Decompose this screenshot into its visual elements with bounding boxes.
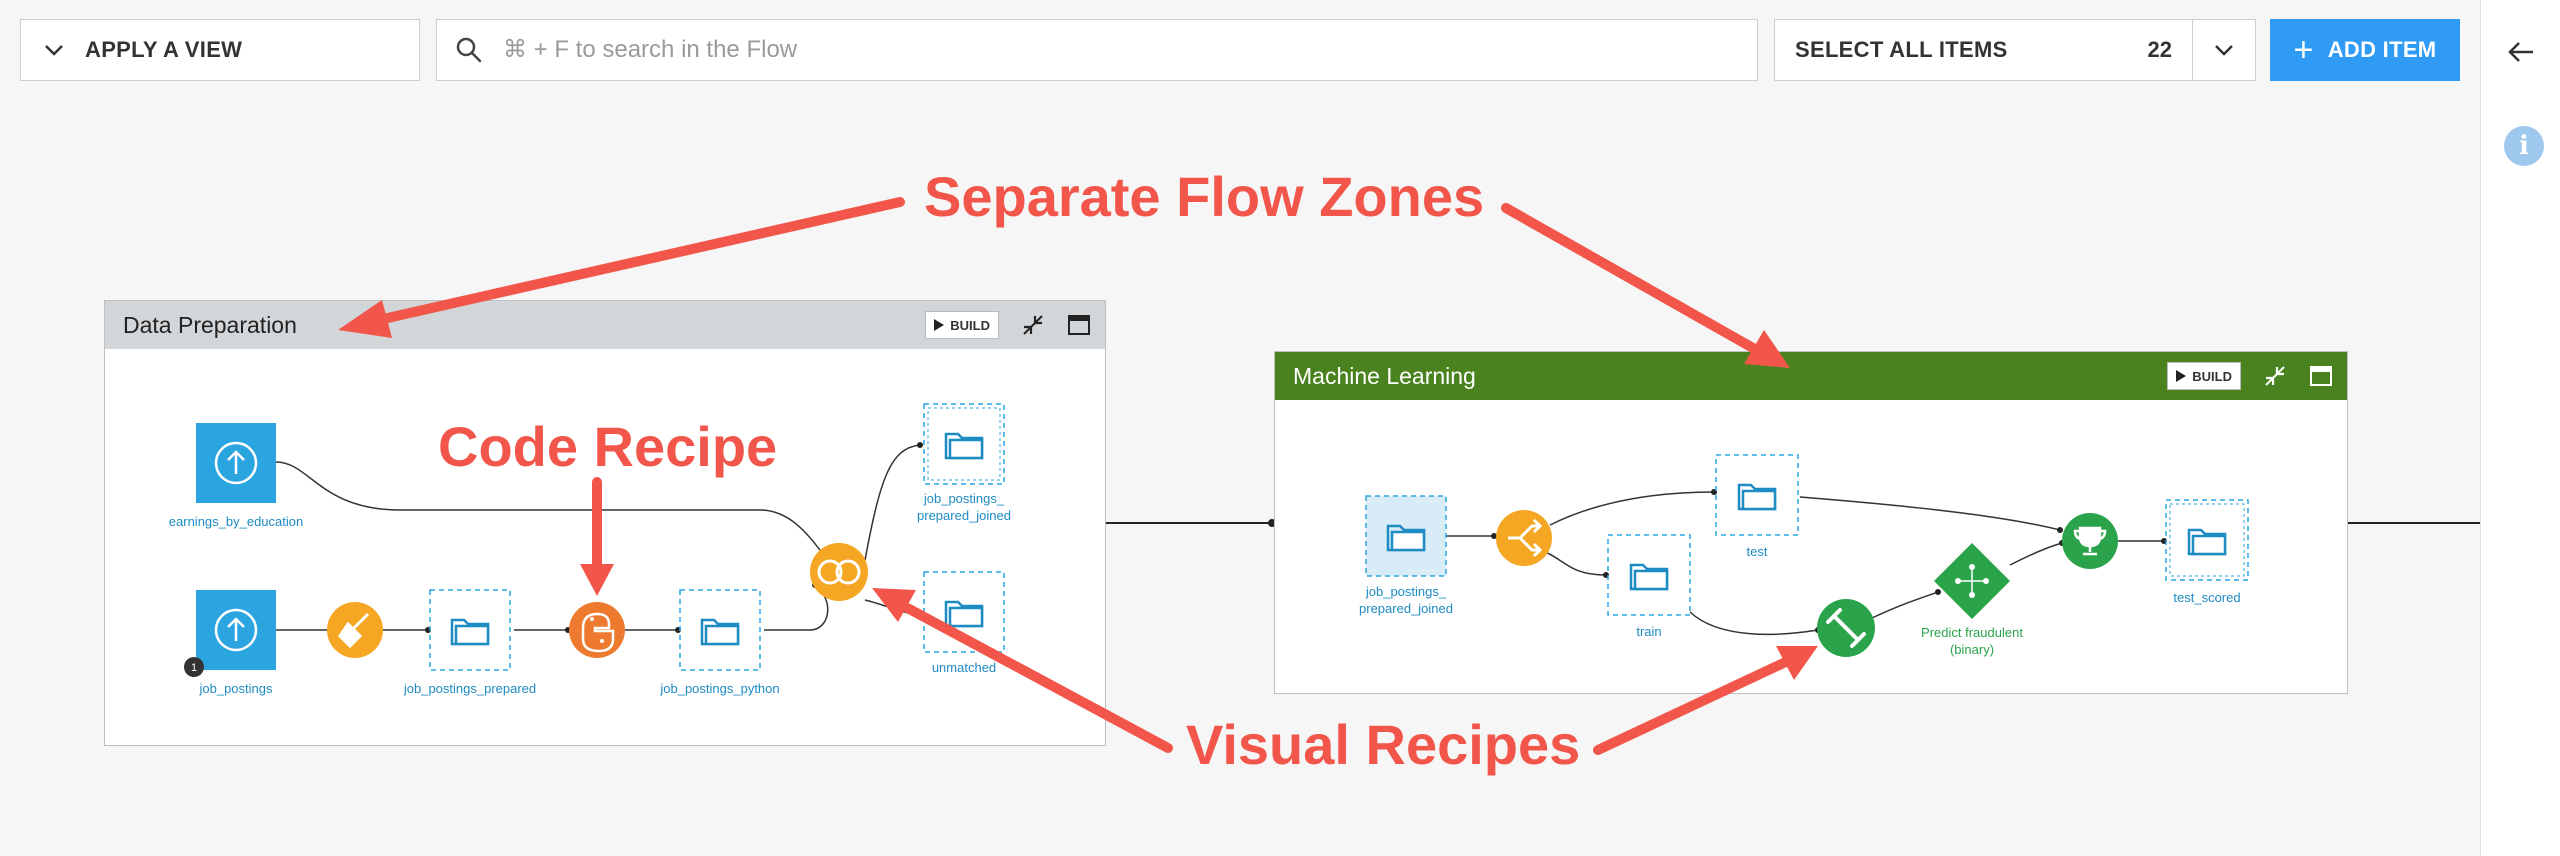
dataset-label: job_postings_python <box>659 681 779 696</box>
flow-search-box[interactable] <box>436 19 1758 81</box>
dataset-label-line1: job_postings_ <box>1365 584 1447 599</box>
dataset-job-postings-python[interactable]: job_postings_python <box>659 589 780 696</box>
build-label: BUILD <box>950 317 990 333</box>
item-count: 22 <box>2147 37 2172 62</box>
chevron-down-icon <box>2215 45 2233 56</box>
dataset-label: job_postings_prepared <box>403 681 536 696</box>
python-recipe[interactable] <box>569 602 625 658</box>
split-icon <box>1508 518 1543 558</box>
model-label-line2: (binary) <box>1950 642 1994 657</box>
add-item-button[interactable]: + ADD ITEM <box>2270 19 2460 81</box>
zone-header[interactable]: Machine Learning BUILD <box>1275 352 2347 400</box>
plus-icon: + <box>2293 31 2314 69</box>
maximize-icon[interactable] <box>1067 313 1091 337</box>
prepare-recipe[interactable] <box>327 602 383 658</box>
dataset-label: train <box>1636 624 1661 639</box>
search-icon <box>456 37 482 63</box>
dataset-ml-input-job-postings-prepared-joined[interactable]: job_postings_ prepared_joined <box>1359 495 1453 616</box>
zone-build-button[interactable]: BUILD <box>2167 362 2241 390</box>
flow-search-input[interactable] <box>501 35 1705 65</box>
play-icon <box>934 319 945 331</box>
zone-title: Machine Learning <box>1293 362 1476 389</box>
select-all-items-button[interactable]: SELECT ALL ITEMS 22 <box>1774 19 2256 81</box>
add-item-label: ADD ITEM <box>2327 37 2437 62</box>
zone-tools: BUILD <box>925 311 1091 339</box>
dataset-label: unmatched <box>932 660 996 675</box>
play-icon <box>2176 370 2187 382</box>
dumbbell-icon <box>1826 608 1866 648</box>
zone-header[interactable]: Data Preparation BUILD <box>105 301 1105 349</box>
trophy-icon <box>2073 526 2107 556</box>
zone-build-button[interactable]: BUILD <box>925 311 999 339</box>
dataset-label-line2: prepared_joined <box>1359 601 1453 616</box>
saved-model-predict-fraudulent[interactable]: Predict fraudulent (binary) <box>1921 543 2023 657</box>
annotation-visual-recipes: Visual Recipes <box>1186 713 1580 776</box>
annotation-separate-flow-zones: Separate Flow Zones <box>924 165 1484 228</box>
comment-badge[interactable]: 1 <box>184 657 204 677</box>
dataset-label-line1: job_postings_ <box>923 491 1005 506</box>
upload-icon <box>214 608 258 652</box>
arrow-to-ml-zone <box>1501 203 1765 357</box>
dataset-job-postings-prepared[interactable]: job_postings_prepared <box>403 589 536 696</box>
dataset-label: job_postings <box>199 681 273 696</box>
score-recipe[interactable] <box>2062 513 2118 569</box>
arrow-left-icon[interactable] <box>2505 36 2537 68</box>
upload-icon <box>214 441 258 485</box>
info-icon[interactable]: i <box>2504 126 2544 166</box>
train-recipe[interactable] <box>1817 599 1875 657</box>
maximize-icon[interactable] <box>2309 364 2333 388</box>
flow-toolbar: APPLY A VIEW SELECT ALL ITEMS 22 + ADD I… <box>0 0 2480 100</box>
collapse-icon[interactable] <box>1021 313 1045 337</box>
join-icon <box>817 559 861 585</box>
select-all-label: SELECT ALL ITEMS <box>1795 37 2008 62</box>
dataset-label: test <box>1747 544 1768 559</box>
zone-title: Data Preparation <box>123 311 297 338</box>
dataset-test[interactable]: test <box>1715 454 1799 559</box>
dataset-earnings-by-education[interactable]: earnings_by_education <box>169 423 303 529</box>
dataset-label: earnings_by_education <box>169 514 303 529</box>
right-panel-rail: i <box>2480 0 2560 856</box>
split-recipe[interactable] <box>1496 510 1552 566</box>
dataset-train[interactable]: train <box>1607 534 1691 639</box>
model-label-line1: Predict fraudulent <box>1921 625 2023 640</box>
comment-count: 1 <box>191 662 197 674</box>
model-icon <box>1955 564 1989 598</box>
chevron-down-icon <box>45 45 63 56</box>
collapse-icon[interactable] <box>2263 364 2287 388</box>
apply-view-button[interactable]: APPLY A VIEW <box>20 19 420 81</box>
build-label: BUILD <box>2192 368 2232 384</box>
apply-view-label: APPLY A VIEW <box>85 37 243 62</box>
zone-tools: BUILD <box>2167 362 2333 390</box>
dataset-test-scored[interactable]: test_scored <box>2165 499 2249 605</box>
python-icon <box>581 612 615 653</box>
dataset-job-postings[interactable]: 1 job_postings <box>184 590 276 696</box>
dataset-label: test_scored <box>2173 590 2240 605</box>
dataset-label-line2: prepared_joined <box>917 508 1011 523</box>
dataset-job-postings-prepared-joined[interactable]: job_postings_ prepared_joined <box>917 403 1011 523</box>
broom-icon <box>338 612 370 649</box>
select-all-dropdown[interactable] <box>2192 20 2255 80</box>
join-recipe[interactable] <box>810 543 868 601</box>
